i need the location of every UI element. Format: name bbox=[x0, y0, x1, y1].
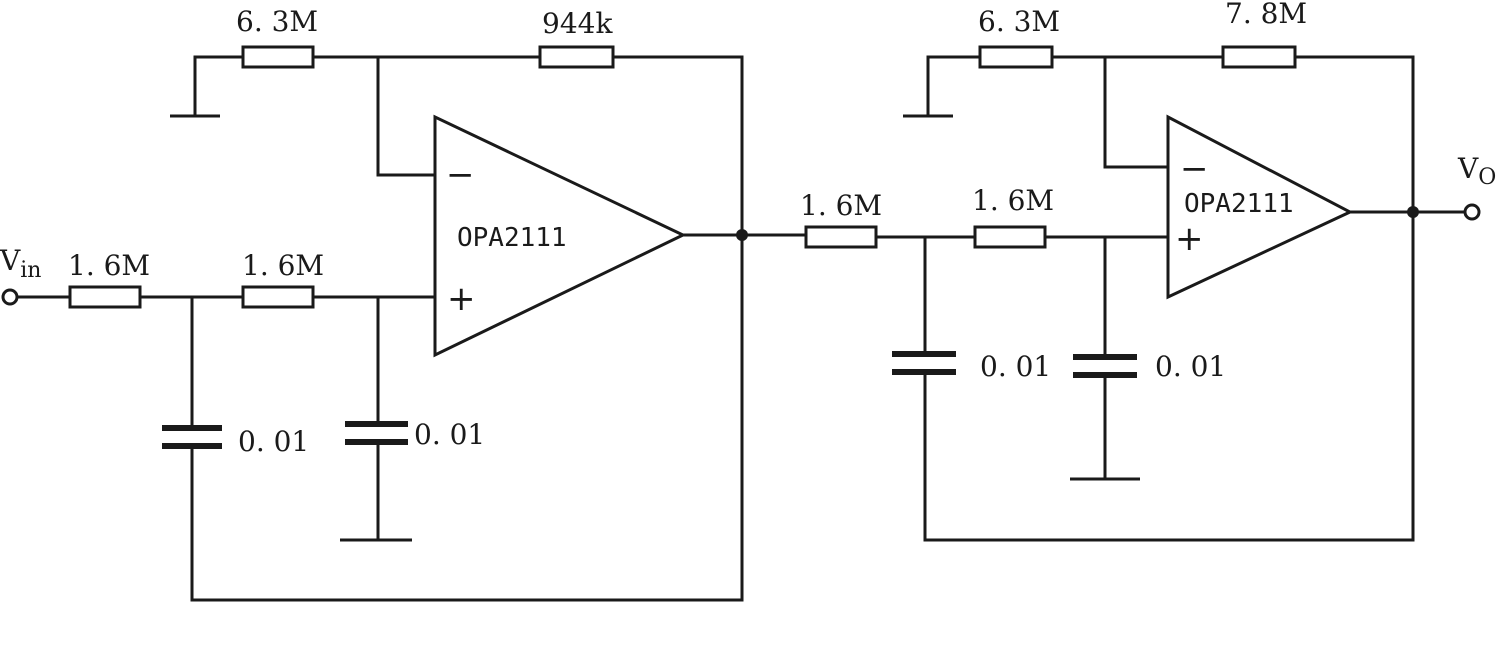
stage1-opamp-label: OPA2111 bbox=[457, 223, 567, 253]
stage2-resistor-feedback-label: 7. 8M bbox=[1225, 0, 1307, 30]
stage2-opamp bbox=[1166, 114, 1354, 300]
stage1-opamp bbox=[433, 114, 687, 358]
stage1-capacitor-feedback-label: 0. 01 bbox=[238, 425, 309, 458]
stage2-resistor-ground bbox=[978, 45, 1054, 69]
stage1-resistor-feedback-label: 944k bbox=[542, 7, 613, 40]
stage-2: 6. 3M 7. 8M 1. 6M 1. 6M 0. 01 0. 01 OPA2… bbox=[740, 0, 1496, 542]
input-label: Vin bbox=[0, 244, 41, 283]
stage1-plus-sign: + bbox=[447, 279, 476, 319]
stage1-resistor-in2 bbox=[241, 285, 315, 309]
stage2-resistor-ground-label: 6. 3M bbox=[978, 5, 1060, 38]
stage1-resistor-ground-label: 6. 3M bbox=[236, 5, 318, 38]
stage1-capacitor-ground-label: 0. 01 bbox=[414, 418, 485, 451]
stage2-resistor-in2-label: 1. 6M bbox=[972, 184, 1054, 217]
stage2-capacitor-feedback-label: 0. 01 bbox=[980, 350, 1051, 383]
stage2-opamp-label: OPA2111 bbox=[1184, 189, 1294, 219]
stage2-resistor-in1-label: 1. 6M bbox=[800, 189, 882, 222]
stage2-plus-sign: + bbox=[1175, 219, 1204, 259]
stage1-minus-sign: − bbox=[446, 155, 475, 195]
stage1-resistor-feedback bbox=[538, 45, 615, 69]
stage2-minus-sign: − bbox=[1180, 149, 1209, 189]
stage-1: 6. 3M 944k 1. 6M 1. 6M 0. 01 0. 01 OPA21… bbox=[0, 5, 748, 602]
stage1-resistor-in1-label: 1. 6M bbox=[68, 249, 150, 282]
stage2-resistor-feedback bbox=[1221, 45, 1297, 69]
junction-dot bbox=[1407, 206, 1419, 218]
stage1-resistor-ground bbox=[241, 45, 315, 69]
stage2-resistor-in1 bbox=[804, 225, 878, 249]
stage2-resistor-in2 bbox=[973, 225, 1047, 249]
stage1-resistor-in2-label: 1. 6M bbox=[242, 249, 324, 282]
output-terminal bbox=[1463, 203, 1481, 221]
input-terminal bbox=[1, 288, 19, 306]
stage1-resistor-in1 bbox=[68, 285, 142, 309]
output-label: VO bbox=[1457, 152, 1496, 190]
stage2-capacitor-ground-label: 0. 01 bbox=[1155, 350, 1226, 383]
